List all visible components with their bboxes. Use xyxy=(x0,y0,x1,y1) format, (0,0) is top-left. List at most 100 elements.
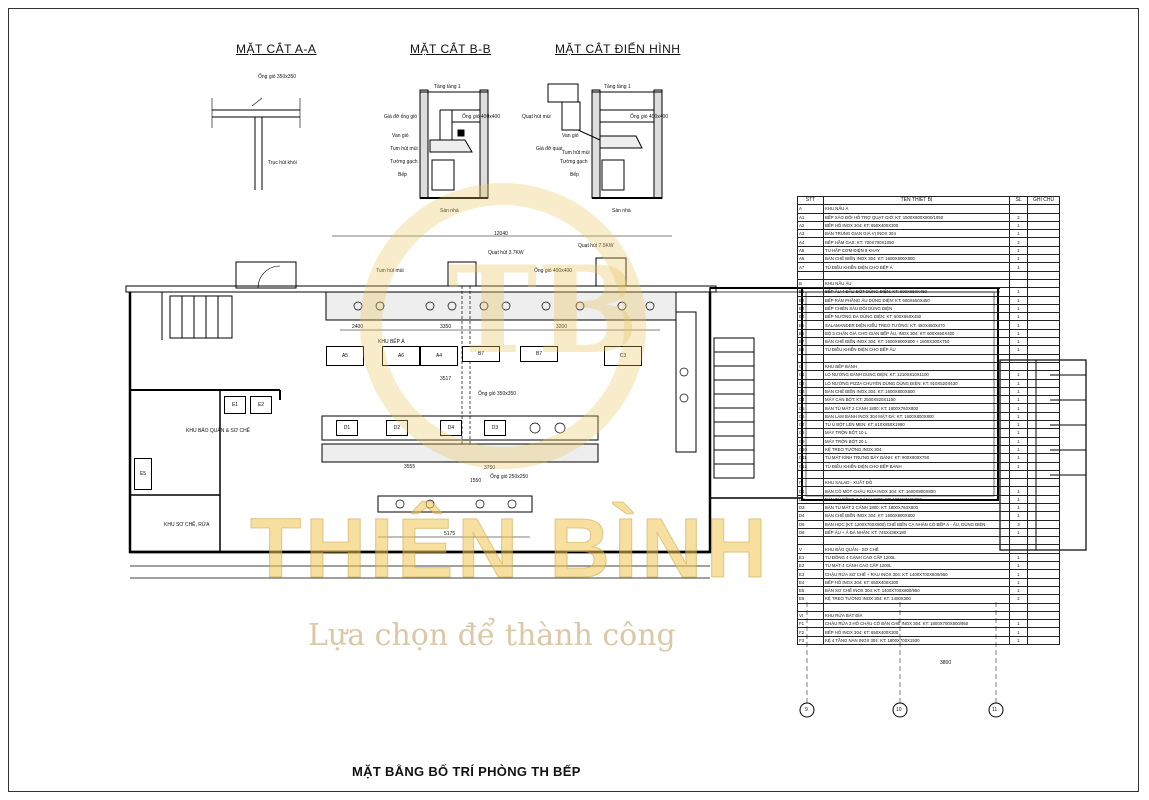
table-cell xyxy=(1027,478,1060,488)
table-cell xyxy=(1027,619,1060,629)
equipment-d1: D1 xyxy=(336,420,358,436)
table-cell: 1 xyxy=(1009,494,1028,505)
table-cell: BÀN CÓ MÓT CHẬU RỬA INOX 304: KT: 1600X8… xyxy=(823,486,1010,496)
table-cell xyxy=(1027,237,1060,247)
table-cell: 1 xyxy=(1009,229,1028,239)
equipment-e5: E5 xyxy=(134,458,152,490)
table-cell xyxy=(797,270,824,280)
table-cell: 2 xyxy=(1009,237,1028,247)
drawing-title: MẶT BẰNG BỐ TRÍ PHÒNG TH BẾP xyxy=(352,764,581,779)
table-cell: KHU SALAD - XUẤT ĐỒ xyxy=(823,478,1010,488)
table-cell xyxy=(1027,502,1060,513)
section-typical-drawing xyxy=(547,83,663,199)
table-cell xyxy=(1027,469,1060,480)
table-cell xyxy=(1027,361,1060,372)
table-cell: BÀN CHẾ BIẾN INOX 304: KT: 1600X800X800 xyxy=(823,386,1010,397)
table-cell: 1 xyxy=(1009,627,1028,637)
table-cell: BẾP HỐ INOX 304: KT: 650X400X300 xyxy=(823,577,1010,587)
table-cell: TỦ HẤP CƠM ĐIỆN 8 KHAY xyxy=(823,245,1010,256)
table-cell: CHẬU RỬA 3 HỐ CHẬU CÓ BÀN CHẾ INOX 304: … xyxy=(823,619,1010,629)
table-cell: B8 xyxy=(797,345,824,355)
table-cell: B5 xyxy=(797,320,824,330)
table-cell: BÀN TỦ MÁT 2 CÁNH 1800: KT: 1800X760X800 xyxy=(823,403,1010,413)
table-cell xyxy=(823,353,1010,363)
section-aa-drawing xyxy=(211,97,301,190)
table-cell xyxy=(1009,544,1028,554)
table-row xyxy=(797,270,1060,280)
table-cell xyxy=(1027,212,1060,222)
table-cell: D1 xyxy=(797,486,824,496)
table-cell: BÀN HỌC (KT: 1200X700X800) CHẾ BIẾN CẠ N… xyxy=(823,519,1010,529)
table-cell xyxy=(797,353,824,363)
table-cell xyxy=(1027,585,1060,596)
table-cell xyxy=(1027,245,1060,256)
table-cell: BẾP ÂU 4 ĐẦU ĐỐT DÙNG ĐIỆN: KT: 600X650X… xyxy=(823,287,1010,297)
table-cell xyxy=(1027,594,1060,604)
ty-wall-label: Tường gạch xyxy=(560,159,588,165)
table-cell: BÀN TỦ MÁT 2 CÁNH 1800: KT: 1800X760X800 xyxy=(823,502,1010,513)
table-cell: D5 xyxy=(797,519,824,529)
table-cell xyxy=(1027,569,1060,579)
col-header-stt: STT xyxy=(797,195,824,206)
table-cell xyxy=(823,536,1010,546)
table-cell: 1 xyxy=(1009,303,1028,314)
table-cell xyxy=(1009,361,1028,372)
aa-riser-label: Trục hút khói xyxy=(268,160,297,166)
col-header-name: TÊN THIẾT BỊ xyxy=(823,195,1010,206)
table-cell: 1 xyxy=(1009,436,1028,446)
section-bb-drawing xyxy=(419,89,489,199)
table-cell: 1 xyxy=(1009,619,1028,629)
equipment-e1: E1 xyxy=(224,396,246,414)
table-cell xyxy=(1027,527,1060,538)
table-cell xyxy=(1027,395,1060,405)
table-cell: 1 xyxy=(1009,461,1028,471)
section-bb-title: MẶT CẮT B-B xyxy=(410,42,492,56)
table-cell: 1 xyxy=(1009,419,1028,430)
table-cell: 1 xyxy=(1009,262,1028,272)
table-cell: E2 xyxy=(797,561,824,571)
table-row xyxy=(797,536,1060,546)
axis-9: 9 xyxy=(805,707,808,713)
table-cell: 1 xyxy=(1009,444,1028,455)
bb-stove-label: Bếp xyxy=(398,172,407,178)
table-cell: CHẬU RỬA SƠ CHẾ + RAU INOX 304: KT: 1400… xyxy=(823,569,1010,579)
table-cell xyxy=(1027,428,1060,438)
table-cell: BẾP NƯỚNG ĐÁ DÙNG ĐIỆN: KT: 600X650X450 xyxy=(823,312,1010,322)
table-cell: TỦ Ủ BỘT LÊN MEN: KT: 610X850X1990 xyxy=(823,419,1010,430)
table-cell: TỦ ĐIỀU KHIỂN ĐIỆN CHO BẾP BÁNH xyxy=(823,461,1010,471)
dim-a: 2400 xyxy=(352,324,364,330)
table-row xyxy=(797,469,1060,480)
bb-valve-label: Van gió xyxy=(392,133,409,139)
table-cell xyxy=(797,536,824,546)
table-cell: KHU NẤU ÂU xyxy=(823,278,1010,289)
table-cell: B3 xyxy=(797,303,824,314)
table-cell: 1 xyxy=(1009,378,1028,388)
table-cell xyxy=(1027,262,1060,272)
table-cell: TỦ MÁT KÍNH TRƯNG BÀY BÁNH: KT: 900X800X… xyxy=(823,453,1010,463)
table-cell xyxy=(1009,478,1028,488)
table-cell xyxy=(1027,577,1060,587)
table-cell: 1 xyxy=(1009,312,1028,322)
table-cell xyxy=(1027,278,1060,289)
table-cell: C2 xyxy=(797,378,824,388)
table-cell: 1 xyxy=(1009,337,1028,347)
table-cell: TỦ MÁT 4 CÁNH CAO CẤP 1200L xyxy=(823,561,1010,571)
table-cell xyxy=(1027,511,1060,521)
table-cell: A xyxy=(797,204,824,214)
table-cell: KHU BẾP BÁNH xyxy=(823,361,1010,372)
table-cell xyxy=(797,469,824,480)
table-cell: E4 xyxy=(797,577,824,587)
